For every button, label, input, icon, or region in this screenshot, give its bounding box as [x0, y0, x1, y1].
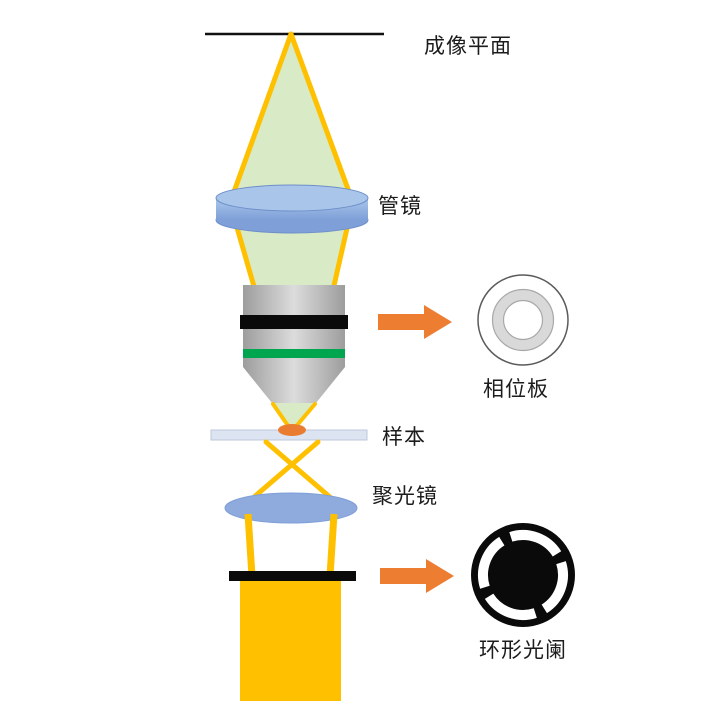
light-source	[240, 580, 341, 701]
beam-cross-left	[263, 439, 341, 507]
label-phase-plate: 相位板	[483, 378, 549, 401]
beam-mid-left	[233, 221, 258, 293]
tube-lens	[215, 184, 369, 234]
beam-mid-right	[330, 221, 351, 293]
beam-upper-left	[228, 31, 294, 203]
phase-plate-circle	[477, 274, 569, 366]
annular-diaphragm-graphic	[471, 523, 575, 627]
beam-cross-right	[243, 439, 321, 507]
label-tube-lens: 管镜	[378, 195, 422, 218]
objective-green-band	[243, 349, 345, 358]
phase-plate-graphic	[477, 274, 569, 366]
objective-black-band	[240, 315, 348, 329]
objective-lens	[240, 285, 348, 403]
annular-diaphragm-ring	[478, 530, 568, 620]
label-imaging-plane: 成像平面	[424, 35, 512, 58]
annular-stop-bar	[229, 571, 356, 581]
phase-plate-ring	[492, 289, 554, 351]
sample-specimen	[278, 424, 306, 436]
tube-lens-top	[215, 184, 369, 212]
label-condenser: 聚光镜	[372, 485, 438, 508]
phase-plate-ring-outer-edge	[491, 288, 555, 352]
arrow-to-phase-plate	[378, 305, 452, 339]
arrow-to-annular-diaphragm	[380, 559, 454, 593]
phase-plate-ring-inner-edge	[502, 299, 544, 341]
label-sample: 样本	[382, 426, 426, 449]
beam-upper-right	[288, 31, 355, 203]
beam-lower-right	[326, 513, 338, 577]
beam-lower-left	[244, 513, 256, 577]
light-cone-mid	[236, 222, 348, 290]
objective-taper	[243, 367, 345, 403]
condenser-lens	[224, 492, 358, 524]
light-cone-upper	[231, 34, 352, 200]
label-annular-diaphragm: 环形光阑	[479, 639, 567, 662]
light-cone-tip	[273, 403, 315, 430]
